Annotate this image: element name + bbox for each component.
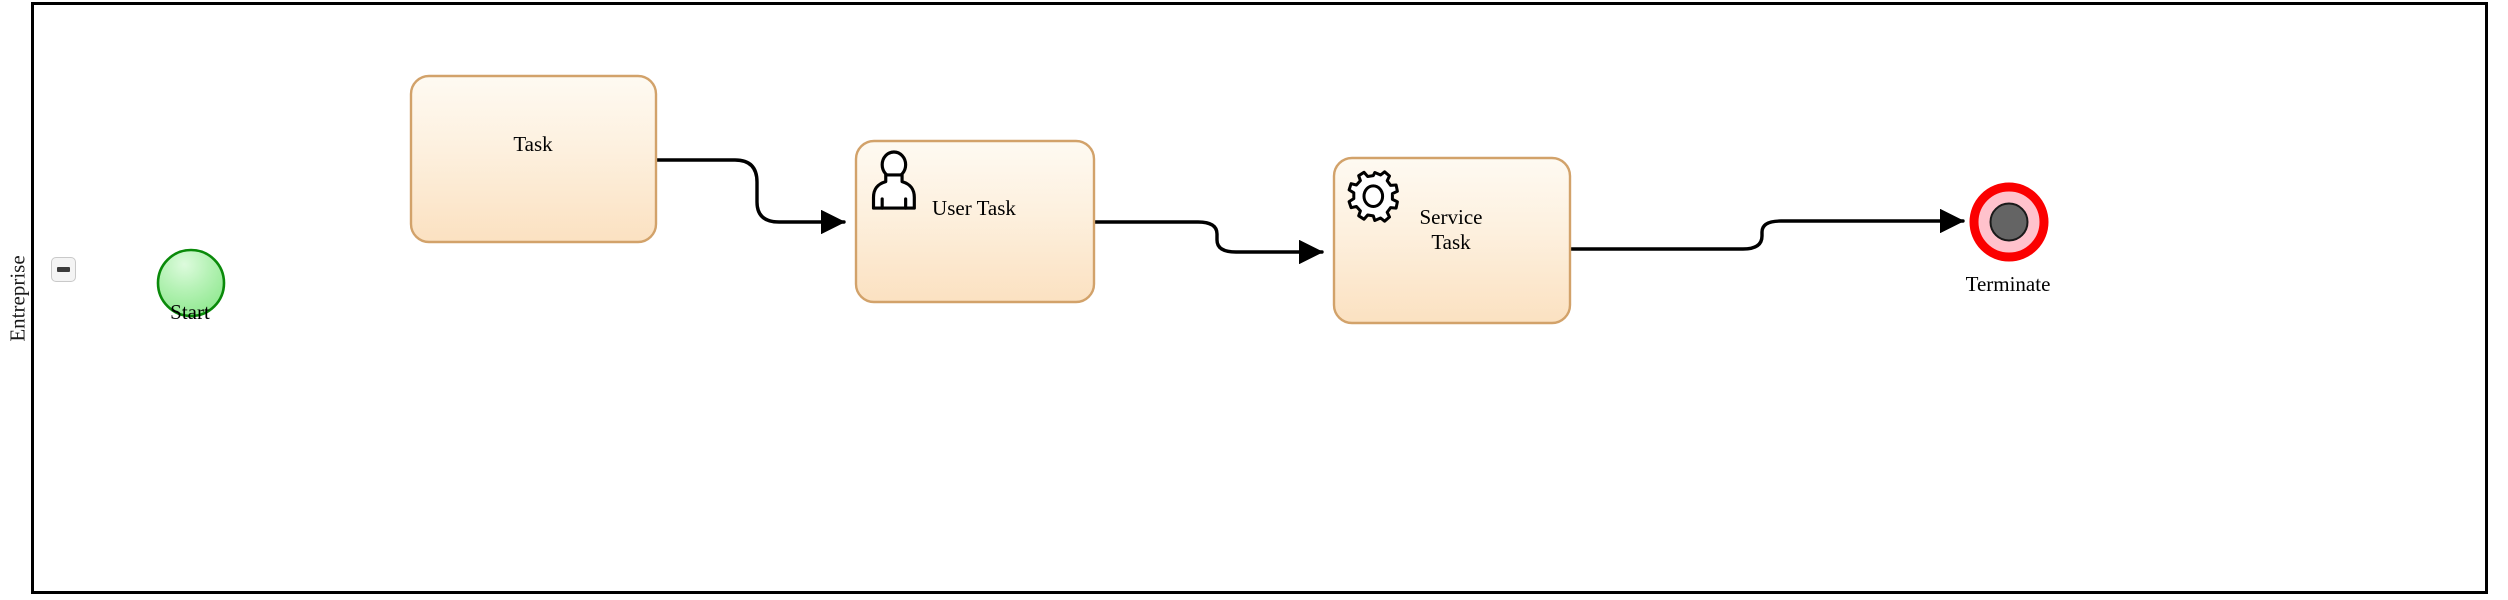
node-start-event[interactable] xyxy=(156,248,226,318)
terminate-event-hit-area[interactable] xyxy=(1969,182,2049,262)
node-service-task[interactable] xyxy=(1332,156,1572,325)
service-task-hit-area[interactable] xyxy=(1334,158,1570,323)
node-user-task[interactable] xyxy=(854,139,1096,304)
user-task-hit-area[interactable] xyxy=(856,141,1094,302)
start-event-hit-area[interactable] xyxy=(158,250,224,316)
minus-icon xyxy=(57,267,70,272)
node-terminate-event[interactable] xyxy=(1969,182,2049,262)
lane-header xyxy=(2,2,34,594)
sequence-flow-task-to-usertask[interactable] xyxy=(655,158,846,235)
user-icon xyxy=(871,150,916,210)
sequence-flow-servicetask-to-terminate[interactable] xyxy=(1568,208,1965,251)
sequence-flow-usertask-to-servicetask[interactable] xyxy=(1093,220,1324,265)
gear-icon xyxy=(1347,170,1399,223)
node-task[interactable] xyxy=(409,74,658,244)
task-hit-area[interactable] xyxy=(411,76,656,242)
pool-collapse-button[interactable] xyxy=(51,257,76,282)
